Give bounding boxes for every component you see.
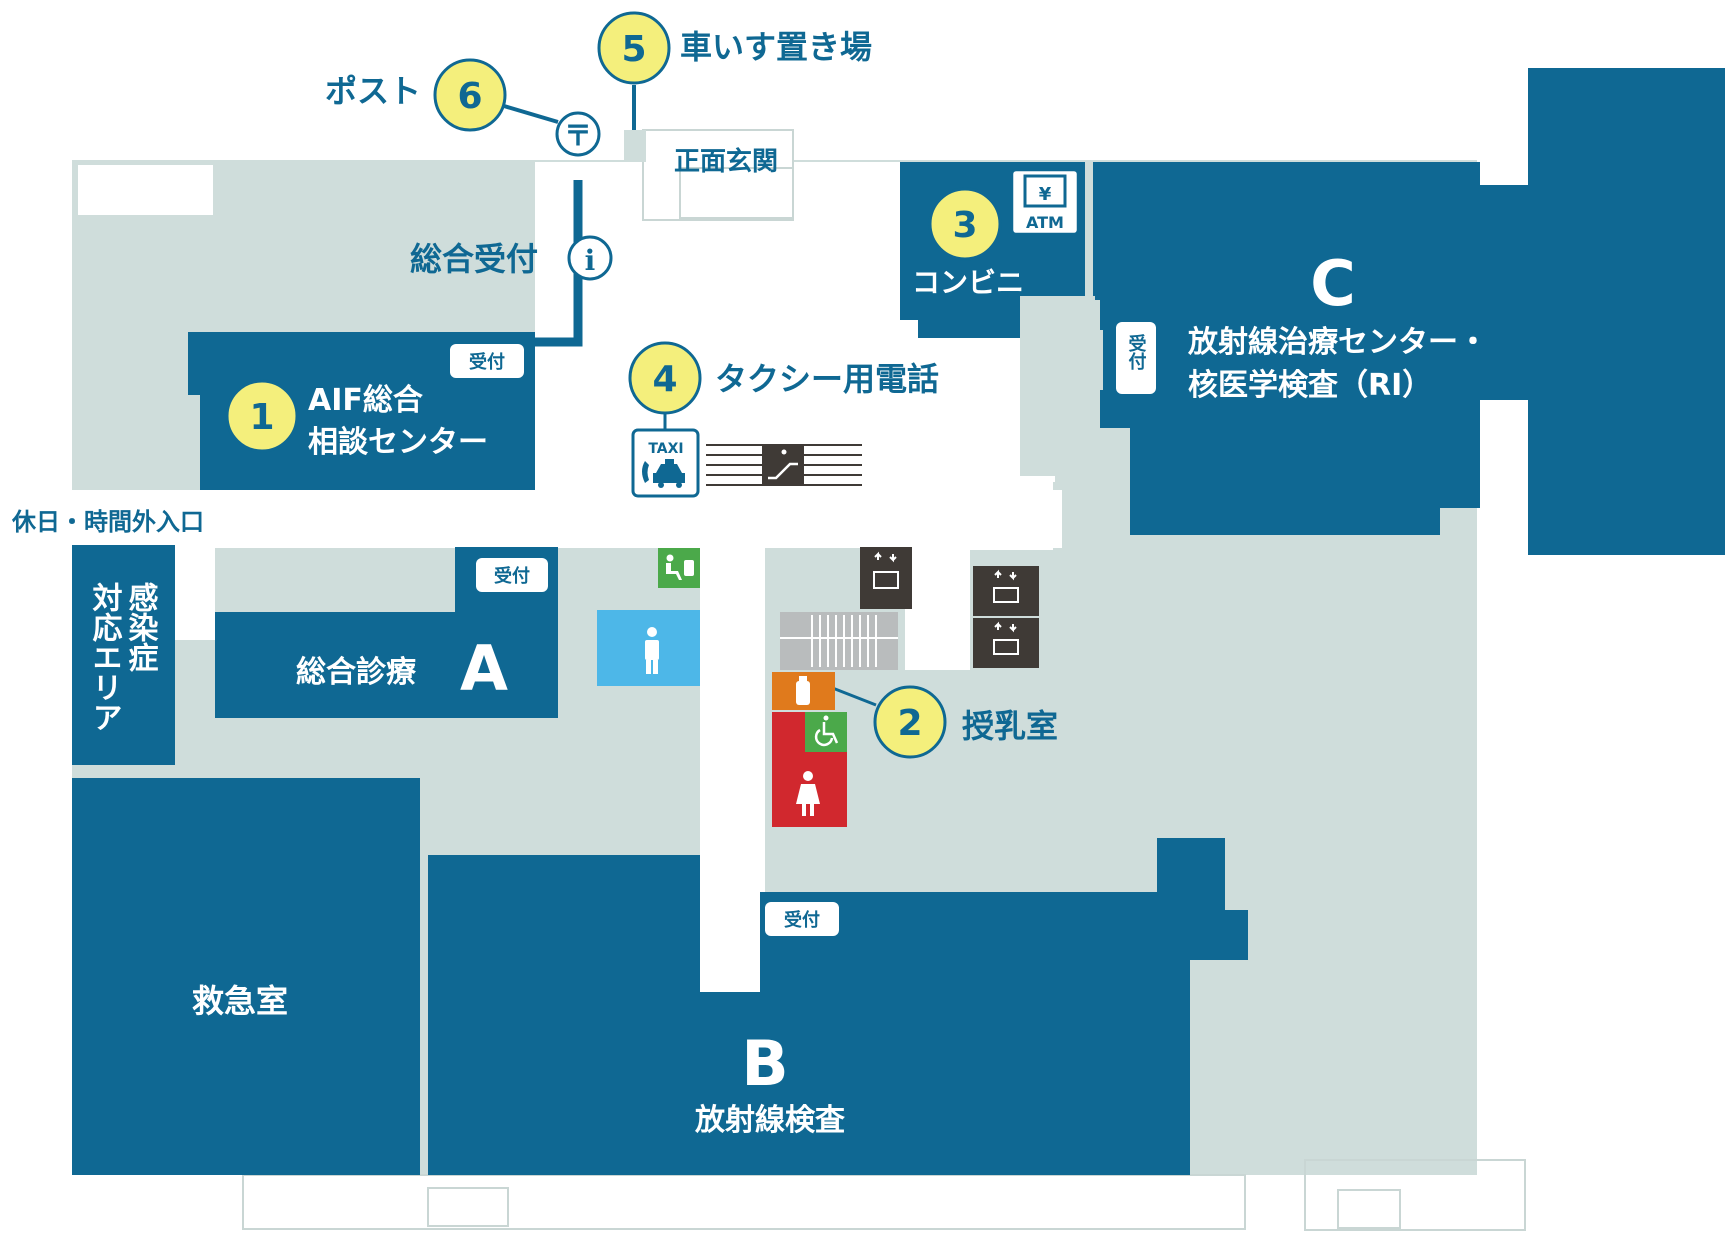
escalator[interactable] xyxy=(706,444,862,486)
svg-text:受付: 受付 xyxy=(1126,333,1147,371)
wheelchair-icon xyxy=(814,715,839,747)
svg-text:受付: 受付 xyxy=(784,909,820,931)
nursing-room[interactable] xyxy=(772,672,835,710)
reception-badge-c: 受付 xyxy=(1116,322,1156,394)
reception-badge-b: 受付 xyxy=(765,902,839,936)
elevator-1[interactable] xyxy=(860,547,912,609)
accessible-family-icon xyxy=(666,554,694,580)
postbox-icon[interactable]: 〒 xyxy=(555,111,601,157)
post-symbol: 〒 xyxy=(564,119,592,152)
emergency-label: 救急室 xyxy=(192,982,288,1020)
room-aif-center[interactable] xyxy=(188,332,535,490)
room-c-line2: 核医学検査（RI） xyxy=(1188,368,1432,403)
male-icon xyxy=(645,627,659,674)
svg-text:受付: 受付 xyxy=(469,351,505,373)
atm-label: ATM xyxy=(1026,213,1064,232)
elevator-icon xyxy=(993,569,1019,603)
stairs xyxy=(780,612,898,670)
room-c-line1: 放射線治療センター・ xyxy=(1187,325,1488,360)
svg-text:1: 1 xyxy=(249,397,274,438)
main-entrance-label: 正面玄関 xyxy=(674,146,778,177)
room-radiation-therapy-c[interactable] xyxy=(1093,68,1725,555)
elevator-2[interactable] xyxy=(973,566,1039,616)
info-icon[interactable]: i xyxy=(567,235,613,281)
marker-6[interactable]: 6 xyxy=(433,58,507,132)
svg-text:2: 2 xyxy=(897,703,922,744)
taxi-phone-sign[interactable]: TAXI xyxy=(631,428,700,498)
post-label: ポスト xyxy=(325,72,421,110)
marker-3[interactable]: 3 xyxy=(928,187,1002,261)
room-emergency[interactable] xyxy=(72,778,420,1175)
marker-4[interactable]: 4 xyxy=(628,341,702,415)
room-c-letter: C xyxy=(1310,247,1356,320)
yen-icon: ¥ xyxy=(1039,184,1052,205)
svg-text:4: 4 xyxy=(652,359,677,400)
aif-label-1: AIF総合 xyxy=(308,383,423,418)
multipurpose-toilet[interactable] xyxy=(658,548,700,588)
marker-2[interactable]: 2 xyxy=(873,685,947,759)
elevator-icon xyxy=(873,551,899,589)
elevator-3[interactable] xyxy=(973,618,1039,668)
reception-badge-a: 受付 xyxy=(476,558,548,592)
infection-label-col1: 感染症 xyxy=(123,582,159,673)
aif-label-2: 相談センター xyxy=(308,425,488,460)
reception-counter xyxy=(535,180,583,347)
svg-text:6: 6 xyxy=(457,76,482,117)
svg-text:5: 5 xyxy=(621,29,646,70)
wheelchair-storage-label: 車いす置き場 xyxy=(680,28,872,66)
nursing-room-label: 授乳室 xyxy=(962,707,1058,745)
room-a-name: 総合診療 xyxy=(296,655,416,690)
elevator-icon xyxy=(993,621,1019,655)
escalator-icon xyxy=(768,449,798,480)
room-radiology-b[interactable] xyxy=(428,838,1248,1175)
female-icon xyxy=(796,771,820,816)
room-b-name: 放射線検査 xyxy=(694,1103,845,1138)
taxi-sign-label: TAXI xyxy=(648,441,683,457)
room-general-medicine-a[interactable] xyxy=(215,547,558,718)
infection-label-col2: 対応エリア xyxy=(87,582,123,732)
taxi-icon xyxy=(642,459,685,488)
general-reception-label: 総合受付 xyxy=(410,240,538,278)
holiday-entrance-label: 休日・時間外入口 xyxy=(11,508,204,536)
marker-5[interactable]: 5 xyxy=(597,11,671,85)
accessible-toilet[interactable] xyxy=(805,712,847,752)
baby-bottle-icon xyxy=(796,676,810,705)
room-b-letter: B xyxy=(741,1027,788,1100)
info-symbol: i xyxy=(585,244,596,277)
taxi-phone-label: タクシー用電話 xyxy=(715,360,939,398)
atm[interactable]: ¥ ATM xyxy=(1010,168,1080,236)
room-infection-area[interactable] xyxy=(72,545,175,765)
room-a-letter: A xyxy=(460,632,508,705)
rooms xyxy=(72,68,1725,1175)
convenience-label: コンビニ xyxy=(912,266,1024,299)
marker-1[interactable]: 1 xyxy=(225,379,299,453)
male-toilet[interactable] xyxy=(597,610,700,686)
reception-badge-aif: 受付 xyxy=(450,344,524,378)
svg-text:受付: 受付 xyxy=(494,565,530,587)
svg-text:3: 3 xyxy=(952,205,977,246)
